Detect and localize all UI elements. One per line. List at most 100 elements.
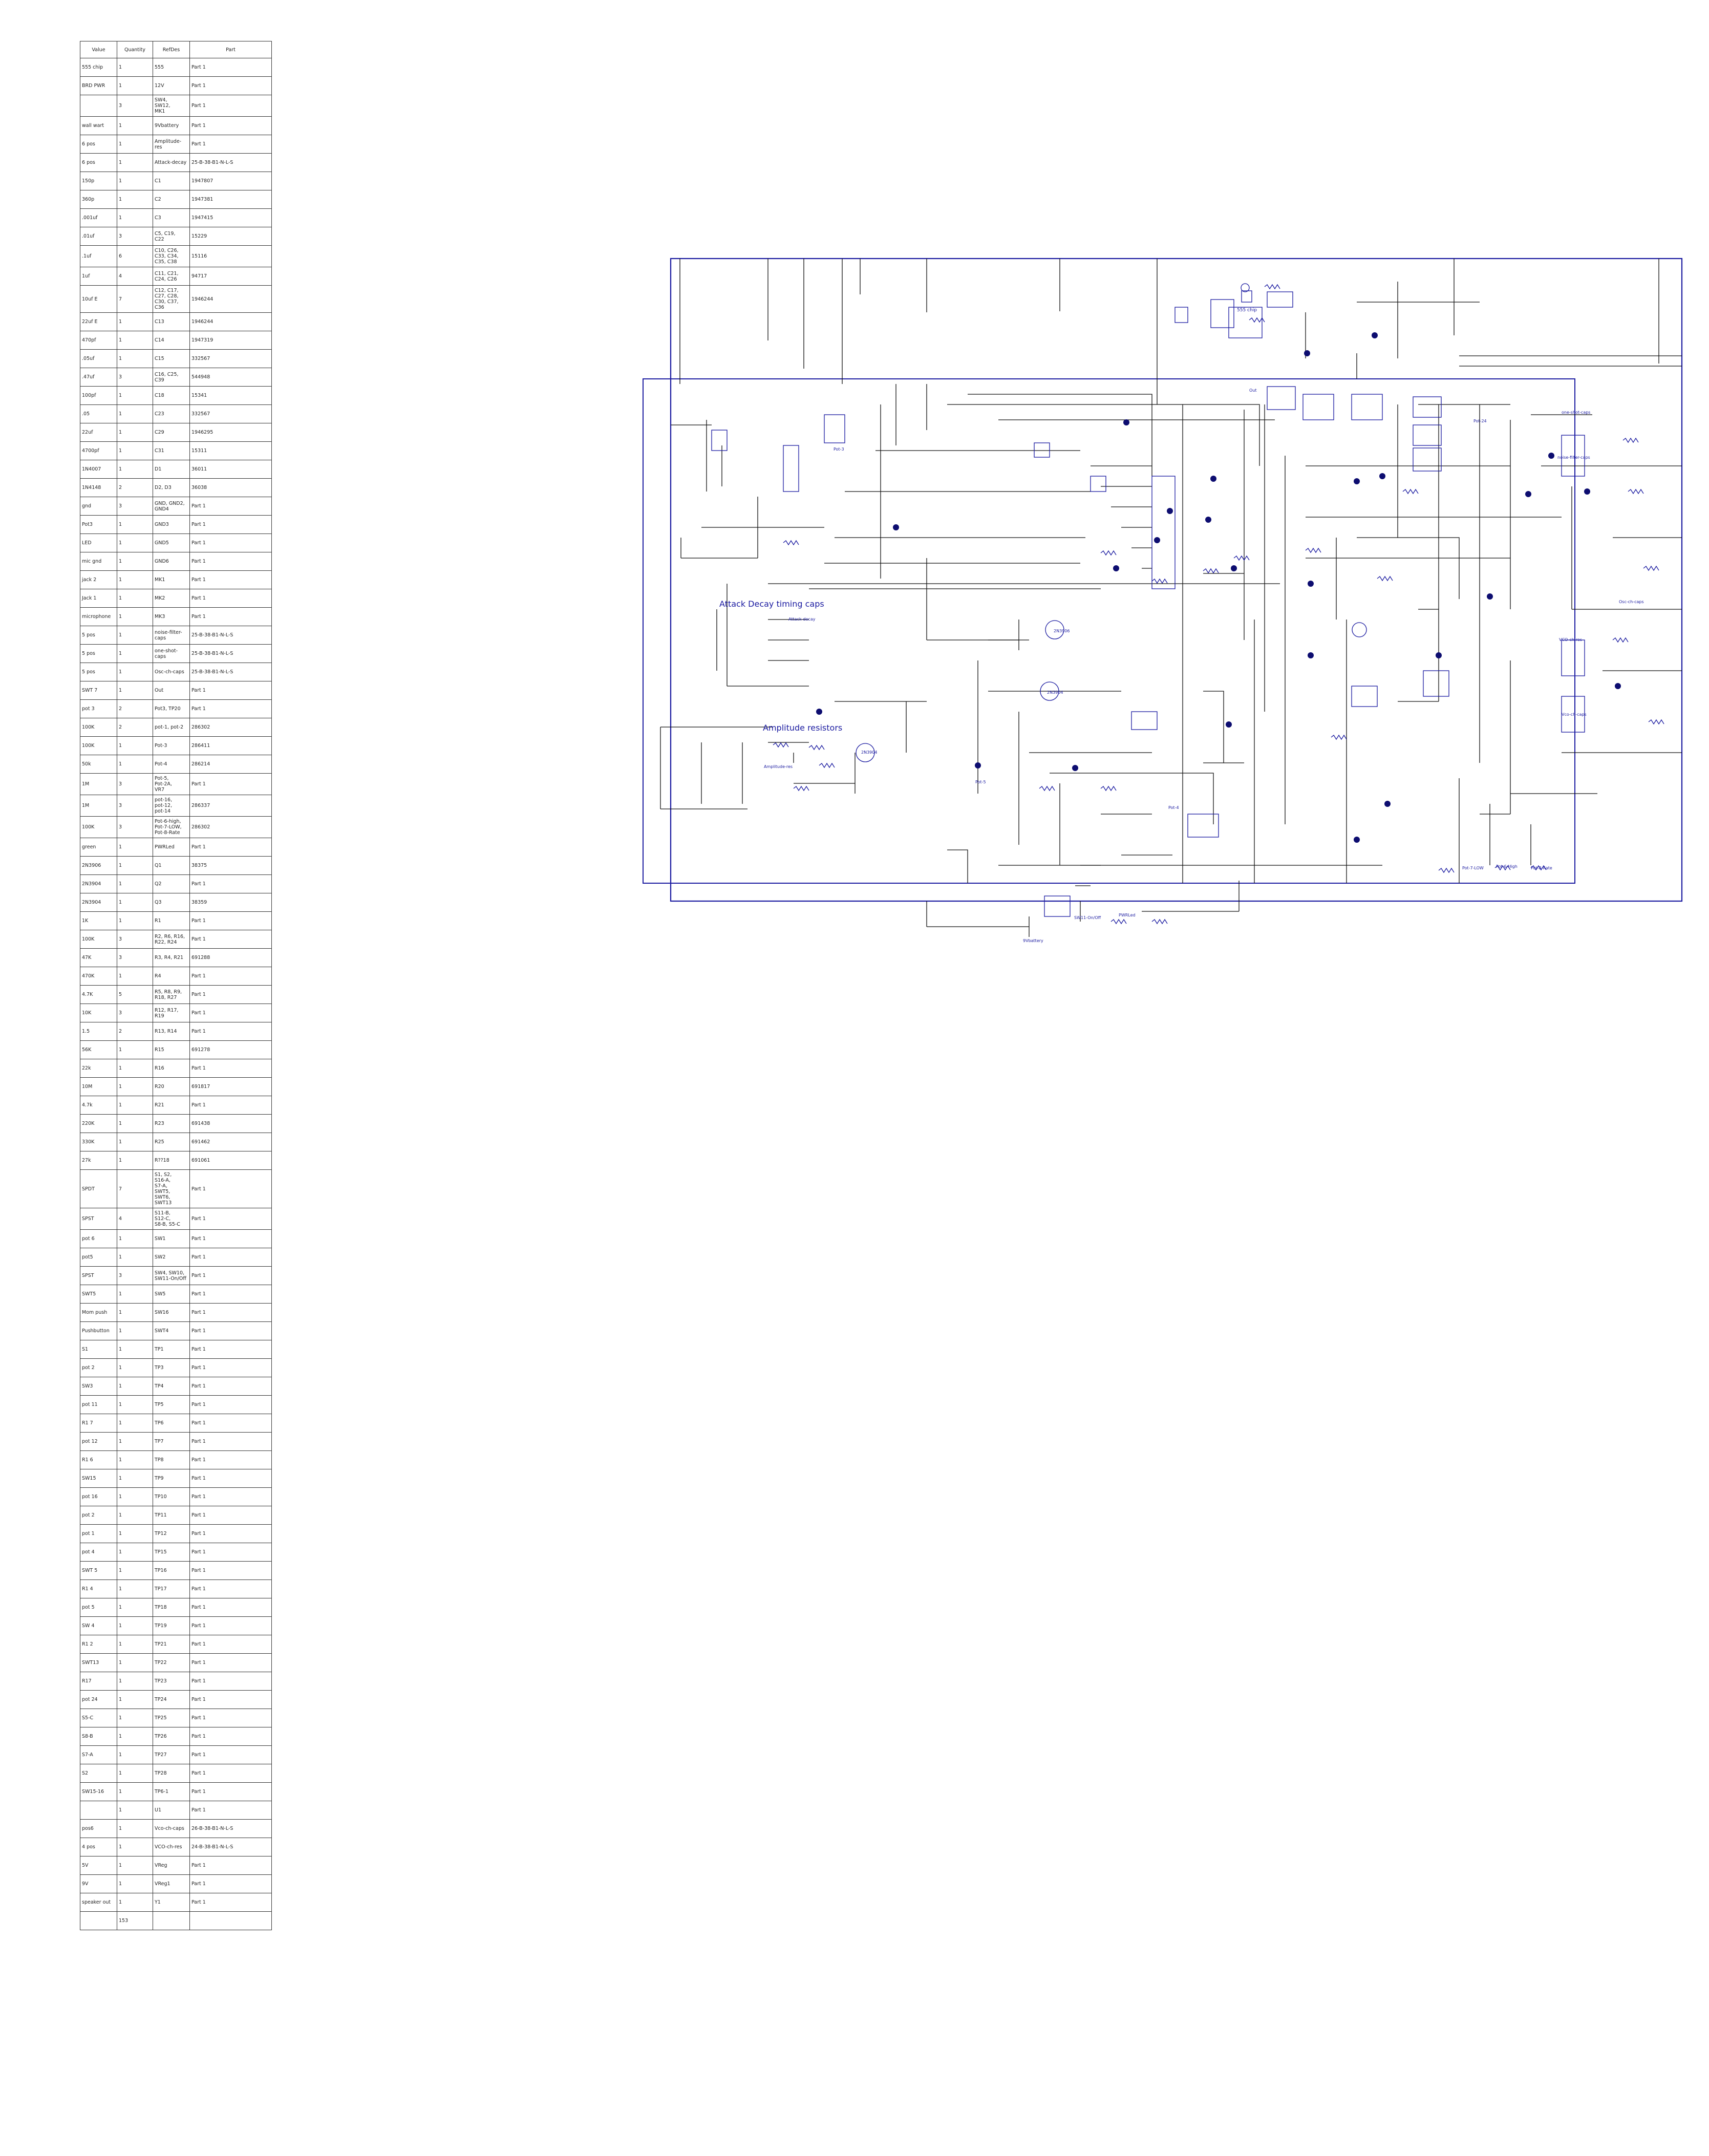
bom-cell-quantity: 1 bbox=[117, 1077, 153, 1096]
label-pot24: Pot-24 bbox=[1473, 419, 1487, 423]
component-body bbox=[1044, 895, 1071, 917]
bom-cell-quantity: 3 bbox=[117, 497, 153, 516]
bom-cell-refdes: R2, R6, R16, R22, R24 bbox=[153, 930, 190, 949]
bom-cell-quantity: 1 bbox=[117, 1616, 153, 1635]
bom-cell-part: Part 1 bbox=[189, 1358, 272, 1377]
resistor-symbol bbox=[1622, 437, 1639, 443]
label-amplitude-resistors: Amplitude resistors bbox=[763, 723, 842, 733]
bom-cell-part: Part 1 bbox=[189, 552, 272, 571]
bom-cell-quantity: 1 bbox=[117, 190, 153, 209]
bom-cell-refdes: C12, C17, C27, C28, C30, C37, C36 bbox=[153, 285, 190, 313]
bom-cell-part: Part 1 bbox=[189, 1432, 272, 1451]
bom-cell-quantity: 1 bbox=[117, 589, 153, 608]
bom-cell-value: Jack 1 bbox=[80, 589, 117, 608]
bom-cell-quantity: 1 bbox=[117, 1450, 153, 1469]
bom-cell-quantity: 1 bbox=[117, 607, 153, 626]
bom-cell-part: 286411 bbox=[189, 736, 272, 755]
bom-cell-part: 332567 bbox=[189, 404, 272, 423]
resistor-symbol bbox=[1233, 555, 1250, 561]
bom-cell-value: .01uf bbox=[80, 227, 117, 246]
component-body bbox=[783, 445, 799, 492]
bom-cell-refdes: TP26 bbox=[153, 1727, 190, 1746]
bom-cell-part: Part 1 bbox=[189, 589, 272, 608]
bom-cell-refdes: TP15 bbox=[153, 1543, 190, 1562]
bom-cell-value: pot 24 bbox=[80, 1690, 117, 1709]
wire bbox=[947, 849, 968, 883]
bom-cell-part: Part 1 bbox=[189, 76, 272, 95]
bom-cell-refdes: TP10 bbox=[153, 1487, 190, 1506]
bom-cell-quantity: 1 bbox=[117, 1096, 153, 1115]
bom-cell-value: SWT5 bbox=[80, 1285, 117, 1304]
bom-cell-part: Part 1 bbox=[189, 1208, 272, 1230]
bom-header: Value Quantity RefDes Part bbox=[80, 41, 272, 58]
bom-cell-part: 38359 bbox=[189, 893, 272, 912]
bom-cell-value: 22uf E bbox=[80, 312, 117, 331]
bom-cell-quantity: 1 bbox=[117, 1874, 153, 1893]
bom-cell-value: 5 pos bbox=[80, 663, 117, 681]
bom-cell-refdes bbox=[153, 1911, 190, 1930]
bom-cell-refdes: Pot-6-high, Pot-7-LOW, Pot-8-Rate bbox=[153, 816, 190, 838]
bom-cell-part: Part 1 bbox=[189, 930, 272, 949]
bom-cell-part: Part 1 bbox=[189, 1450, 272, 1469]
bom-cell-value: S7-A bbox=[80, 1745, 117, 1764]
bom-cell-quantity: 1 bbox=[117, 533, 153, 552]
resistor-symbol bbox=[1264, 284, 1280, 290]
bom-cell-quantity: 1 bbox=[117, 1709, 153, 1727]
component-body bbox=[1561, 696, 1585, 733]
bom-cell-quantity: 153 bbox=[117, 1911, 153, 1930]
resistor-symbol bbox=[1100, 785, 1117, 792]
bom-cell-part: Part 1 bbox=[189, 967, 272, 986]
junction-dot bbox=[1205, 517, 1211, 523]
bom-cell-quantity: 3 bbox=[117, 795, 153, 817]
transistor-symbol bbox=[1045, 620, 1064, 639]
bom-header-value: Value bbox=[80, 41, 117, 58]
resistor-symbol bbox=[1648, 719, 1664, 725]
resistor-symbol bbox=[1377, 575, 1393, 582]
bom-cell-refdes: C15 bbox=[153, 349, 190, 368]
junction-dot bbox=[816, 709, 822, 715]
bom-cell-value: pot 11 bbox=[80, 1395, 117, 1414]
bom-cell-value: 100K bbox=[80, 816, 117, 838]
bom-cell-quantity: 1 bbox=[117, 1672, 153, 1691]
bom-cell-part: Part 1 bbox=[189, 1653, 272, 1672]
wire bbox=[1203, 691, 1224, 763]
bom-cell-part: Part 1 bbox=[189, 1690, 272, 1709]
bom-cell-refdes: GND5 bbox=[153, 533, 190, 552]
bom-cell-refdes: R1 bbox=[153, 911, 190, 930]
bom-cell-refdes: R15 bbox=[153, 1040, 190, 1059]
bom-cell-part: Part 1 bbox=[189, 1561, 272, 1580]
bom-cell-refdes: R25 bbox=[153, 1133, 190, 1151]
bom-cell-part: Part 1 bbox=[189, 1635, 272, 1654]
bom-cell-part: Part 1 bbox=[189, 570, 272, 589]
label-pot6-high: Pot-6-High bbox=[1496, 864, 1518, 869]
resistor-symbol bbox=[1110, 919, 1127, 925]
bom-cell-quantity: 1 bbox=[117, 172, 153, 190]
bom-cell-refdes: C29 bbox=[153, 423, 190, 442]
component-body bbox=[1151, 476, 1176, 589]
bom-cell-quantity: 1 bbox=[117, 404, 153, 423]
transistor-symbol bbox=[1040, 681, 1059, 701]
bom-cell-quantity: 3 bbox=[117, 227, 153, 246]
component-body bbox=[1561, 639, 1585, 676]
bom-cell-refdes: TP8 bbox=[153, 1450, 190, 1469]
bom-cell-value: .05 bbox=[80, 404, 117, 423]
bom-cell-refdes: C5, C19, C22 bbox=[153, 227, 190, 246]
bom-cell-part: Part 1 bbox=[189, 116, 272, 135]
bom-cell-part: Part 1 bbox=[189, 58, 272, 77]
bom-cell-quantity: 1 bbox=[117, 1690, 153, 1709]
